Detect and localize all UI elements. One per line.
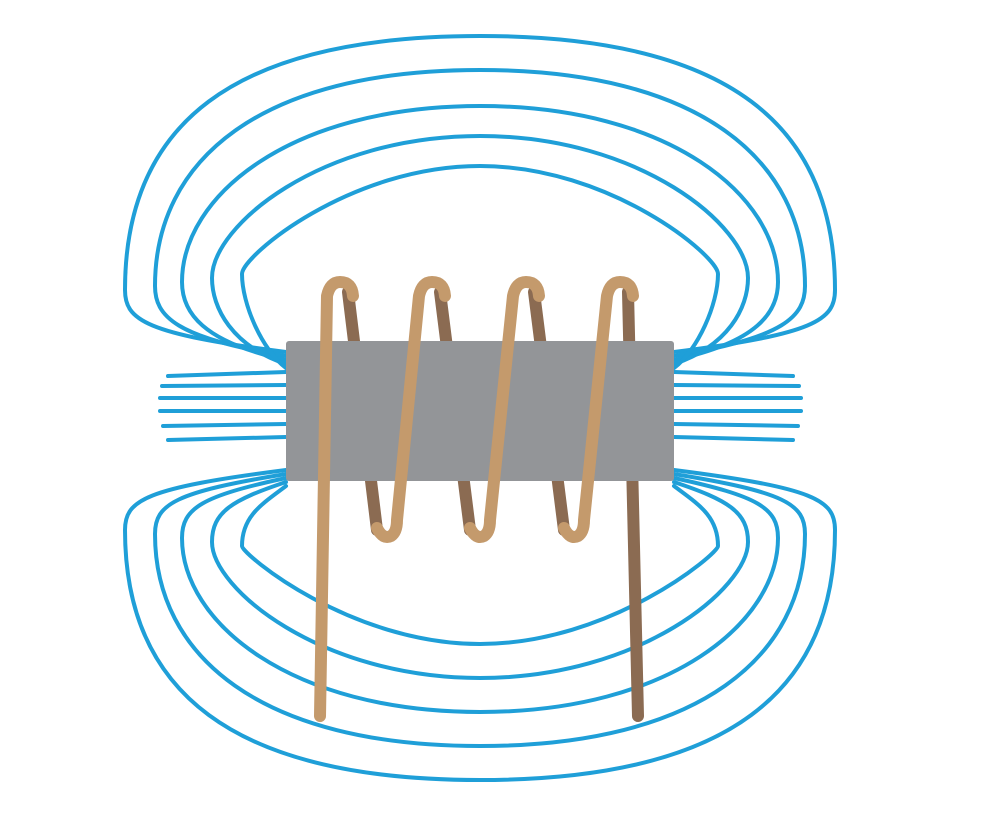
field-line-lower: [179, 476, 781, 715]
field-stub-right: [672, 422, 800, 428]
field-lines-upper: [122, 33, 838, 370]
field-line-lower: [239, 484, 721, 647]
field-stub-right: [672, 435, 795, 442]
field-stub-right: [672, 370, 795, 378]
field-line-upper: [152, 67, 808, 358]
field-line-upper: [122, 33, 838, 354]
field-line-lower: [209, 480, 751, 681]
field-line-lower: [152, 472, 808, 749]
field-lines-left-end: [158, 370, 288, 442]
field-lines-lower: [122, 468, 838, 783]
field-stub-left: [161, 422, 288, 428]
field-line-upper: [209, 133, 751, 366]
field-lines-right-end: [672, 370, 803, 442]
coil-front-segment: [464, 276, 545, 543]
field-stub-left: [160, 383, 288, 388]
coil-left-lead: [314, 276, 359, 722]
field-line-upper: [179, 103, 781, 362]
field-line-lower: [122, 468, 838, 783]
coil-front-segment: [558, 276, 639, 543]
field-stub-right: [672, 383, 801, 388]
coil-front-segment: [371, 276, 451, 543]
coil-front-segments: [314, 276, 639, 722]
field-line-upper: [239, 163, 721, 370]
field-stub-left: [166, 370, 288, 378]
iron-core: [286, 341, 674, 481]
field-stub-left: [166, 435, 288, 442]
